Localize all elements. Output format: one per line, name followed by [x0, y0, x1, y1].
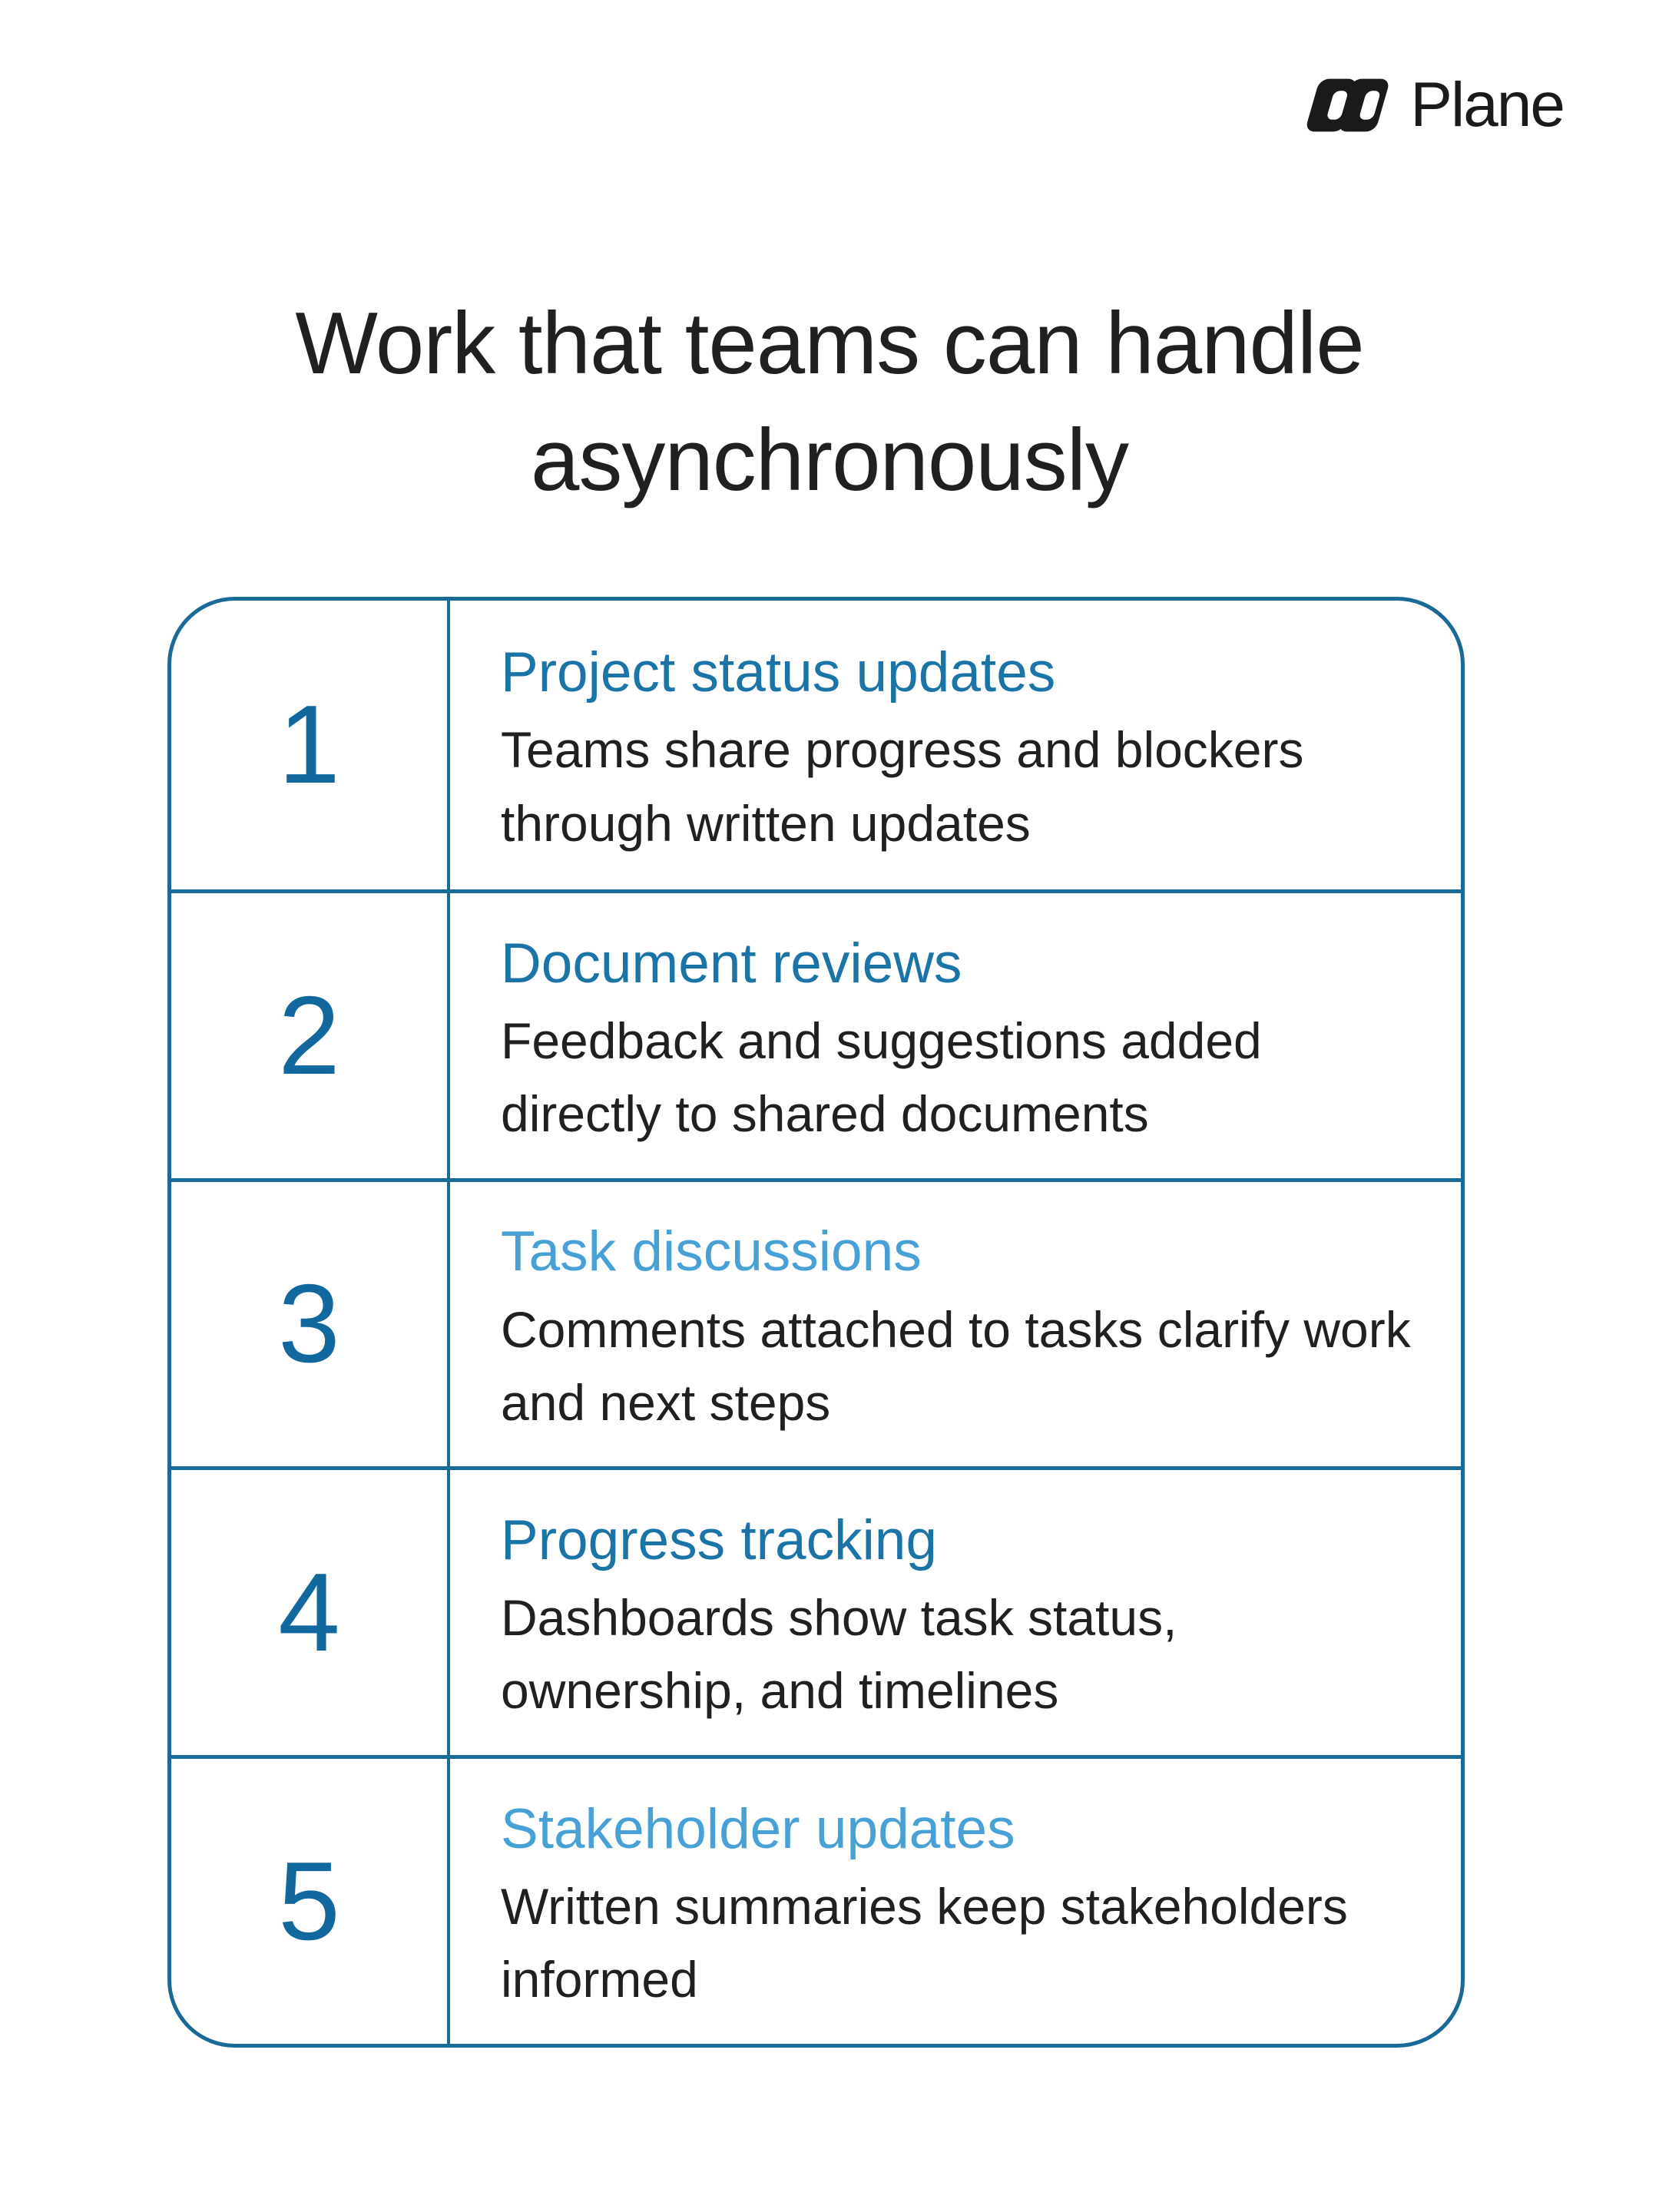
row-number: 2	[171, 889, 450, 1178]
plane-logo-icon	[1306, 78, 1389, 132]
async-work-table: 1 Project status updates Teams share pro…	[167, 597, 1465, 2048]
table-row: Project status updates Teams share progr…	[450, 601, 1461, 889]
row-heading: Project status updates	[501, 641, 1056, 704]
plane-logo-wordmark: Plane	[1410, 70, 1565, 140]
table-row: Document reviews Feedback and suggestion…	[450, 889, 1461, 1178]
row-number: 5	[171, 1755, 450, 2044]
table-row: Task discussions Comments attached to ta…	[450, 1177, 1461, 1467]
row-number: 1	[171, 601, 450, 889]
row-number: 4	[171, 1466, 450, 1756]
row-description: Comments attached to tasks clarify work …	[501, 1300, 1411, 1431]
row-description: Teams share progress and blockers throug…	[501, 721, 1304, 852]
table-row: Progress tracking Dashboards show task s…	[450, 1466, 1461, 1755]
row-description: Dashboards show task status, ownership, …	[501, 1589, 1177, 1720]
row-description: Feedback and suggestions added directly …	[501, 1012, 1262, 1142]
page-title: Work that teams can handle asynchronousl…	[0, 286, 1659, 518]
plane-logo: Plane	[1304, 70, 1565, 140]
row-number: 3	[171, 1177, 450, 1467]
row-heading: Task discussions	[501, 1220, 922, 1283]
row-heading: Progress tracking	[501, 1509, 937, 1572]
row-heading: Document reviews	[501, 932, 962, 995]
page-title-text: Work that teams can handle asynchronousl…	[295, 295, 1364, 509]
row-description: Written summaries keep stakeholders info…	[501, 1878, 1348, 2008]
table-row: Stakeholder updates Written summaries ke…	[450, 1755, 1461, 2044]
row-heading: Stakeholder updates	[501, 1797, 1015, 1860]
